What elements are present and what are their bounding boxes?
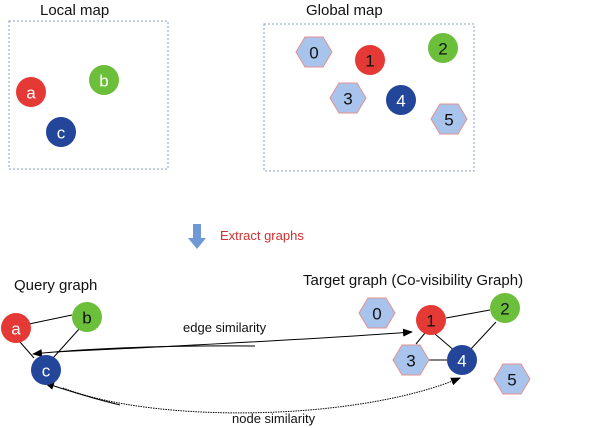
svg-text:c: c: [57, 124, 66, 143]
svg-text:2: 2: [500, 300, 509, 319]
svg-text:1: 1: [426, 312, 435, 331]
edge-similarity-label: edge similarity: [183, 320, 267, 335]
local-map-title: Local map: [40, 2, 109, 19]
query-node-c: c: [31, 355, 61, 385]
global-node-3: 3: [329, 82, 367, 114]
svg-text:4: 4: [396, 92, 405, 111]
target-node-4: 4: [447, 345, 477, 375]
query-edge-b-c: [52, 327, 81, 359]
edge-similarity-arrow-right: [54, 328, 413, 353]
global-node-4: 4: [386, 85, 416, 115]
local-node-c: c: [46, 117, 76, 147]
svg-text:4: 4: [457, 352, 466, 371]
svg-text:5: 5: [507, 371, 516, 390]
edge-similarity-arrow-left: [32, 345, 256, 358]
node-similarity-arrow-back: [44, 382, 121, 406]
target-node-3: 3: [392, 344, 430, 376]
target-node-2: 2: [490, 293, 520, 323]
extract-arrow-icon: [188, 224, 206, 249]
svg-text:1: 1: [365, 52, 374, 71]
target-node-1: 1: [416, 305, 446, 335]
global-node-2: 2: [428, 33, 458, 63]
node-similarity-label: node similarity: [232, 411, 316, 426]
svg-text:5: 5: [444, 111, 453, 130]
global-node-5: 5: [430, 103, 468, 135]
local-node-a: a: [16, 77, 46, 107]
svg-text:a: a: [11, 320, 21, 339]
query-edge-a-b: [28, 314, 73, 325]
extract-graphs-label: Extract graphs: [220, 228, 304, 243]
svg-text:a: a: [26, 84, 36, 103]
target-edge-2-4: [469, 321, 497, 351]
svg-text:2: 2: [438, 40, 447, 59]
svg-text:b: b: [99, 72, 108, 91]
node-similarity-arrow: [62, 377, 461, 414]
global-node-0: 0: [295, 36, 333, 68]
local-node-b: b: [89, 65, 119, 95]
target-edge-1-2: [445, 309, 491, 319]
global-map-title: Global map: [306, 2, 383, 19]
svg-text:3: 3: [343, 90, 352, 109]
svg-text:0: 0: [372, 305, 381, 324]
query-node-b: b: [72, 302, 102, 332]
query-node-a: a: [1, 313, 31, 343]
target-node-0: 0: [358, 297, 396, 329]
target-node-5: 5: [493, 363, 531, 395]
query-graph-title: Query graph: [14, 277, 97, 294]
svg-text:0: 0: [309, 44, 318, 63]
svg-text:b: b: [82, 309, 91, 328]
global-node-1: 1: [355, 45, 385, 75]
svg-text:3: 3: [406, 352, 415, 371]
local-map-panel: [8, 20, 169, 170]
target-edge-1-3: [415, 332, 426, 345]
query-edge-a-c: [19, 341, 35, 359]
target-graph-title: Target graph (Co-visibility Graph): [303, 272, 523, 289]
svg-text:c: c: [42, 362, 51, 381]
global-map-panel: [263, 23, 475, 172]
